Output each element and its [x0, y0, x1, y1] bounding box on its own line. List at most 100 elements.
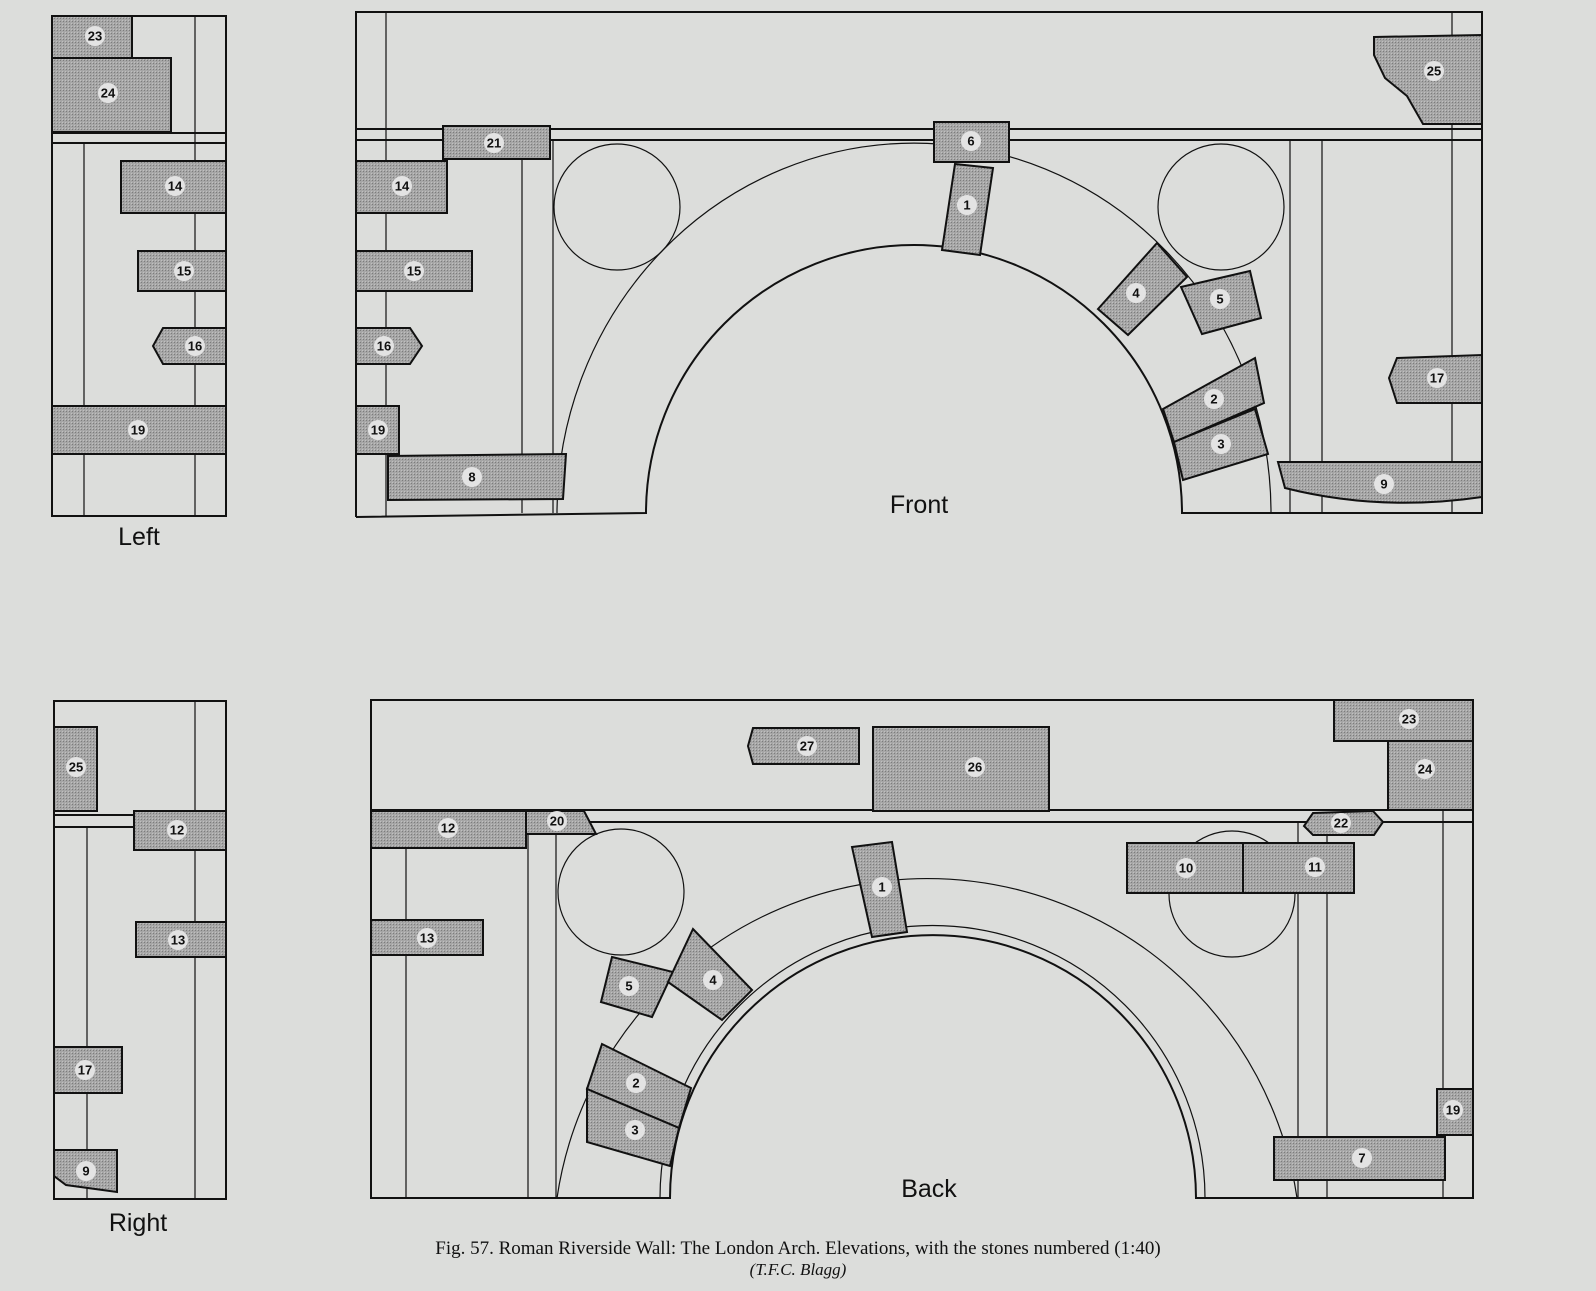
stone-label: 23 [1399, 709, 1419, 729]
svg-text:19: 19 [1446, 1103, 1460, 1118]
stone-label: 14 [165, 176, 185, 196]
svg-text:5: 5 [625, 979, 632, 994]
svg-text:24: 24 [1418, 762, 1433, 777]
svg-text:24: 24 [101, 86, 116, 101]
stone-label: 10 [1176, 858, 1196, 878]
front-outline [355, 11, 1483, 518]
svg-text:7: 7 [1358, 1151, 1365, 1166]
svg-text:2: 2 [632, 1076, 639, 1091]
svg-text:5: 5 [1216, 292, 1223, 307]
stone-label: 17 [75, 1060, 95, 1080]
svg-text:12: 12 [441, 821, 455, 836]
stone-label: 24 [98, 83, 118, 103]
stone-19 [1436, 1088, 1474, 1136]
stone-11 [1242, 842, 1355, 894]
stone-label: 2 [1204, 389, 1224, 409]
front-view-label: Front [890, 491, 948, 519]
svg-text:13: 13 [171, 933, 185, 948]
svg-text:25: 25 [1427, 64, 1441, 79]
stone-label: 14 [392, 176, 412, 196]
stone-label: 1 [872, 877, 892, 897]
stone-label: 23 [85, 26, 105, 46]
svg-text:20: 20 [550, 814, 564, 829]
stone-label: 9 [1374, 474, 1394, 494]
svg-text:12: 12 [170, 823, 184, 838]
stone-label: 16 [374, 336, 394, 356]
stone-label: 5 [1210, 289, 1230, 309]
figure-credit: (T.F.C. Blagg) [749, 1260, 847, 1279]
stone-label: 16 [185, 336, 205, 356]
stone-label: 25 [66, 757, 86, 777]
stone-label: 4 [1126, 283, 1146, 303]
figure-caption: Fig. 57. Roman Riverside Wall: The Londo… [435, 1238, 1161, 1259]
svg-text:8: 8 [468, 470, 475, 485]
stone-label: 12 [167, 820, 187, 840]
stone-label: 22 [1331, 813, 1351, 833]
svg-text:26: 26 [968, 760, 982, 775]
svg-text:2: 2 [1210, 392, 1217, 407]
svg-text:15: 15 [407, 264, 421, 279]
stone-label: 21 [484, 133, 504, 153]
stone-label: 17 [1427, 368, 1447, 388]
svg-text:1: 1 [963, 198, 970, 213]
svg-text:3: 3 [1217, 437, 1224, 452]
stone-label: 24 [1415, 759, 1435, 779]
svg-text:15: 15 [177, 264, 191, 279]
stone-label: 19 [128, 420, 148, 440]
stone-label: 3 [625, 1120, 645, 1140]
stone-label: 26 [965, 757, 985, 777]
svg-text:19: 19 [371, 423, 385, 438]
svg-text:22: 22 [1334, 816, 1348, 831]
svg-text:14: 14 [395, 179, 410, 194]
back-view-label: Back [901, 1175, 957, 1203]
stone-label: 12 [438, 818, 458, 838]
svg-text:14: 14 [168, 179, 183, 194]
svg-text:9: 9 [1380, 477, 1387, 492]
svg-text:1: 1 [878, 880, 885, 895]
svg-text:17: 17 [1430, 371, 1444, 386]
stone-26 [872, 726, 1050, 812]
svg-text:19: 19 [131, 423, 145, 438]
stone-label: 11 [1305, 857, 1325, 877]
front-elevation: 21 6 1 25 14 15 16 19 8 4 5 2 3 17 9 Fro… [355, 11, 1483, 519]
stone-label: 6 [961, 131, 981, 151]
stone-label: 4 [703, 970, 723, 990]
svg-text:3: 3 [631, 1123, 638, 1138]
svg-text:27: 27 [800, 739, 814, 754]
svg-text:4: 4 [1132, 286, 1140, 301]
svg-text:9: 9 [82, 1164, 89, 1179]
left-view-label: Left [118, 523, 160, 551]
stone-label: 13 [168, 930, 188, 950]
svg-text:23: 23 [1402, 712, 1416, 727]
svg-text:17: 17 [78, 1063, 92, 1078]
right-elevation: 25 12 13 17 9 Right [53, 700, 227, 1237]
stone-label: 15 [404, 261, 424, 281]
stone-13 [370, 919, 484, 956]
left-elevation: 23 24 14 15 16 19 Left [51, 15, 227, 551]
svg-text:25: 25 [69, 760, 83, 775]
stone-label: 3 [1211, 434, 1231, 454]
svg-text:6: 6 [967, 134, 974, 149]
stone-label: 5 [619, 976, 639, 996]
svg-text:10: 10 [1179, 861, 1193, 876]
svg-text:21: 21 [487, 136, 501, 151]
stone-label: 19 [368, 420, 388, 440]
stone-label: 20 [547, 811, 567, 831]
back-elevation: 27 26 23 24 12 20 22 10 11 13 1 5 4 2 3 … [370, 699, 1474, 1203]
stone-label: 19 [1443, 1100, 1463, 1120]
back-outline [370, 699, 1474, 1199]
svg-text:23: 23 [88, 29, 102, 44]
right-view-label: Right [109, 1209, 167, 1237]
stone-25 [1373, 33, 1483, 125]
stone-label: 7 [1352, 1148, 1372, 1168]
stone-label: 15 [174, 261, 194, 281]
stone-label: 1 [957, 195, 977, 215]
svg-text:4: 4 [709, 973, 717, 988]
stone-label: 8 [462, 467, 482, 487]
stone-label: 2 [626, 1073, 646, 1093]
stone-label: 9 [76, 1161, 96, 1181]
stone-label: 25 [1424, 61, 1444, 81]
svg-text:13: 13 [420, 931, 434, 946]
svg-text:16: 16 [188, 339, 202, 354]
